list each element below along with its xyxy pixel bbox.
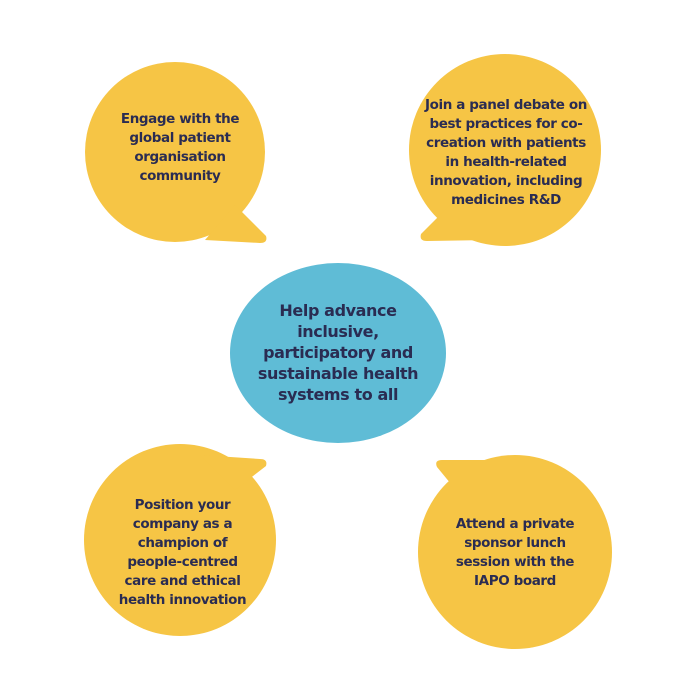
speech-bubble-top-right <box>409 54 601 246</box>
center-text: Help advance inclusive, participatory an… <box>257 301 419 404</box>
bubble-text-bottom-right: Attend a private sponsor lunch session w… <box>455 515 575 589</box>
speech-bubble-bottom-left <box>84 444 276 636</box>
speech-bubble-top-left <box>85 62 267 243</box>
speech-bubble-bottom-right <box>418 455 612 649</box>
bubble-text-top-left: Engage with the global patient organisat… <box>120 110 240 184</box>
bubble-text-bottom-left: Position your company as a champion of p… <box>118 496 247 608</box>
center-ellipse <box>230 263 446 443</box>
bubble-text-top-right: Join a panel debate on best practices fo… <box>425 97 587 208</box>
